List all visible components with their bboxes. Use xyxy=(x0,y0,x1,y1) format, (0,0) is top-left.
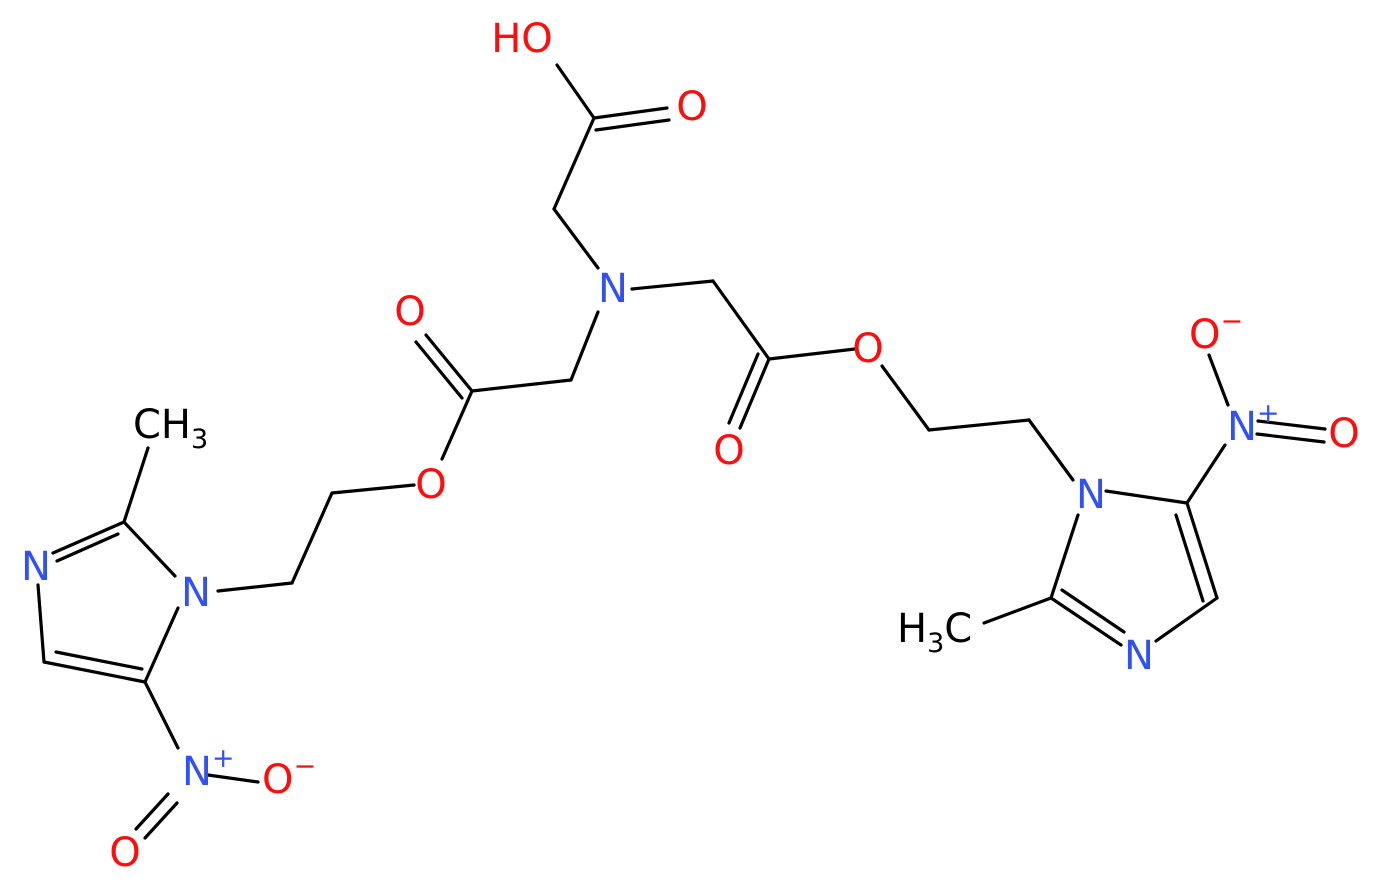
bond-n-ch2-left xyxy=(569,310,600,382)
acid-oxygen-label: O xyxy=(676,84,707,130)
bond-oh-c xyxy=(555,63,596,120)
bond-n1-c5-right xyxy=(1104,489,1189,505)
bond-ch2-n1-left xyxy=(216,581,294,593)
bond-carbonyl-left-a xyxy=(424,333,474,393)
bond-c5-c4-right-b xyxy=(1174,513,1205,603)
hydroxyl-label: HO xyxy=(491,16,553,62)
nitro-o-minus-left-label: O− xyxy=(262,751,316,803)
bond-carbonyl-right-b xyxy=(727,352,760,425)
ring-n1-right-label: N xyxy=(1076,472,1106,518)
methyl-right-label: H3C xyxy=(897,606,972,659)
bonds xyxy=(36,63,1327,840)
bond-c5-c4-right-a xyxy=(1185,501,1219,600)
carbonyl-oxygen-right-label: O xyxy=(713,428,744,474)
bond-c2-n1-right xyxy=(1049,513,1080,600)
bond-ch2-ch2-right xyxy=(927,418,1031,432)
nitro-o-minus-right-label: O− xyxy=(1189,306,1243,358)
bond-ch2-c-right xyxy=(711,279,771,361)
bond-c2-n3-left-a xyxy=(51,520,126,555)
bond-c4-n3-right xyxy=(1154,596,1219,643)
bond-nitro-o-minus-left xyxy=(206,773,260,784)
bond-o-ch2-right xyxy=(880,364,931,432)
bond-ch2-ch2-left xyxy=(290,491,334,585)
bond-c4-c5-left-b xyxy=(54,650,144,671)
bond-n-ch2-right xyxy=(630,279,715,291)
bond-nitro-o-double-left-b xyxy=(143,801,179,840)
bond-c4-c5-left-a xyxy=(42,660,147,684)
nitro-n-left-label: N+ xyxy=(182,743,235,795)
bond-c2-n3-left-b xyxy=(55,532,120,563)
carbonyl-oxygen-left-label: O xyxy=(394,289,425,335)
nitro-o-double-left-label: O xyxy=(109,830,140,876)
bond-ch2-c-left xyxy=(470,378,573,393)
bond-nitro-o-double-right-b xyxy=(1255,432,1326,444)
bond-n3-c4-left xyxy=(36,583,46,664)
bond-c-o-ester-right xyxy=(767,347,857,361)
bond-nitro-o-double-right-a xyxy=(1256,419,1327,431)
bond-acid-c-ch2 xyxy=(552,116,596,211)
bond-ch2-n1-right xyxy=(1027,418,1075,482)
bond-nitro-o-double-left-a xyxy=(134,792,170,831)
bond-c2-methyl-left xyxy=(122,446,150,524)
bond-c5-nitro-left xyxy=(143,680,180,750)
bond-nitro-o-minus-right xyxy=(1207,353,1230,407)
bond-c2-methyl-right xyxy=(982,596,1053,625)
bond-n3-c2-right-b xyxy=(1060,588,1126,634)
ester-oxygen-left-label: O xyxy=(415,462,446,508)
bond-carbonyl-right-a xyxy=(738,357,771,430)
methyl-left-label: CH3 xyxy=(133,402,208,455)
bond-acid-c-o-double-a xyxy=(592,106,669,120)
nitro-n-right-label: N+ xyxy=(1227,398,1280,450)
bond-o-ch2-left xyxy=(330,483,416,495)
bond-c5-n1-left xyxy=(143,606,180,684)
ester-oxygen-right-label: O xyxy=(852,326,883,372)
bond-ch2-n xyxy=(552,207,600,270)
bond-c-o-ester-left xyxy=(440,389,474,461)
atom-labels: HO O N O O O O CH3 N N N+ O− O O− N+ O N… xyxy=(21,16,1360,876)
nitro-o-double-right-label: O xyxy=(1328,411,1359,457)
bond-n3-c2-right-a xyxy=(1049,596,1123,647)
bond-c5-nitro-right xyxy=(1185,443,1227,505)
bond-carbonyl-left-b xyxy=(414,340,464,400)
bond-n1-c2-left xyxy=(122,520,177,578)
central-nitrogen-label: N xyxy=(598,266,628,312)
bond-acid-c-o-double-b xyxy=(594,118,671,132)
ring-n3-right-label: N xyxy=(1124,633,1154,679)
ring-n3-left-label: N xyxy=(21,544,51,590)
ring-n1-left-label: N xyxy=(181,570,211,616)
